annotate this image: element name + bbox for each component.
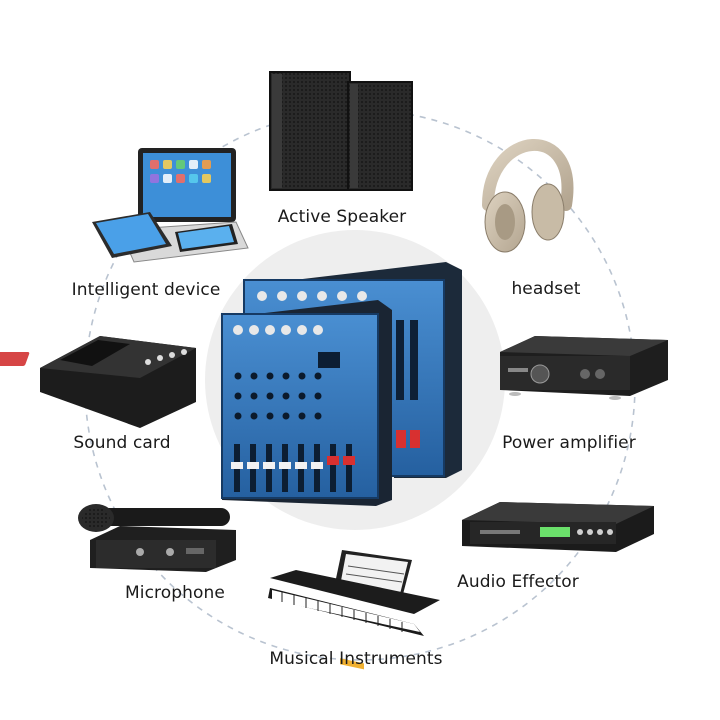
- headset-image: [482, 139, 574, 253]
- audio-effector-image: [462, 502, 654, 552]
- label-audio-effector: Audio Effector: [457, 572, 579, 592]
- sound-card-image: [0, 336, 196, 428]
- intelligent-device-image: [92, 148, 249, 263]
- label-musical-instruments: Musical Instruments: [269, 649, 443, 669]
- microphone-image: [78, 504, 236, 572]
- label-power-amplifier: Power amplifier: [502, 433, 636, 453]
- label-microphone: Microphone: [125, 583, 225, 603]
- label-sound-card: Sound card: [73, 433, 171, 453]
- active-speaker-image: [269, 71, 413, 191]
- musical-instruments-image: [268, 550, 440, 670]
- label-headset: headset: [511, 279, 581, 299]
- audio-mixer-image: [221, 262, 462, 506]
- power-amplifier-image: [500, 336, 668, 400]
- label-intelligent-device: Intelligent device: [71, 280, 221, 300]
- label-active-speaker: Active Speaker: [277, 207, 407, 227]
